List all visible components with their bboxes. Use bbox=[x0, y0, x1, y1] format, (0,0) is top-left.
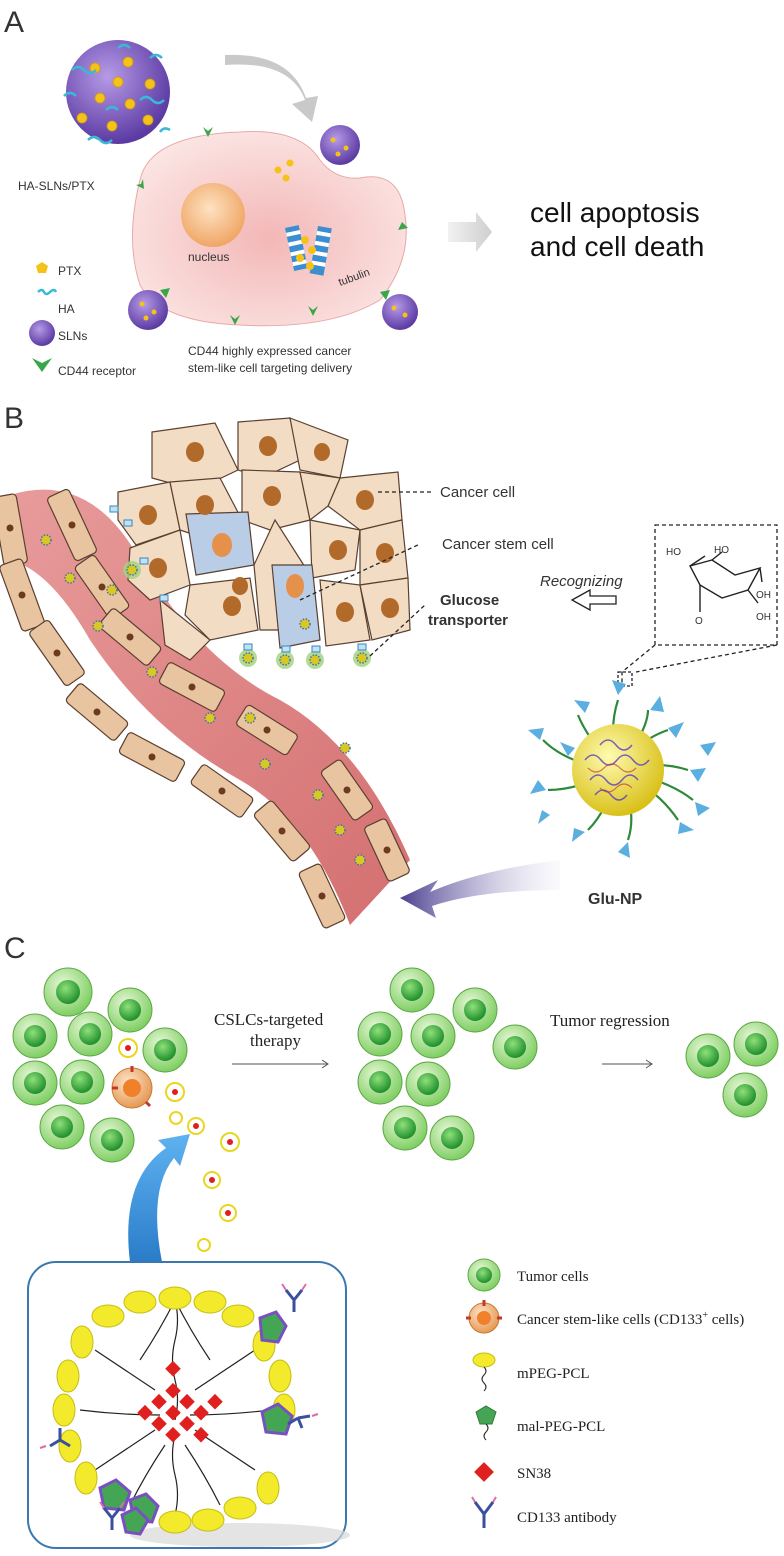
legend-tumor-icon bbox=[467, 1258, 501, 1292]
legend-mal-icon bbox=[475, 1405, 497, 1441]
tumor-cells-treated bbox=[357, 967, 538, 1161]
tumor-cells-regressed bbox=[685, 1021, 779, 1118]
legend-c-tumor: Tumor cells bbox=[517, 1269, 589, 1285]
sln-particle-large bbox=[63, 40, 171, 145]
panel-b: B bbox=[0, 402, 778, 929]
recognizing-label: Recognizing bbox=[540, 573, 623, 590]
legend-a-ptx: PTX bbox=[58, 264, 81, 278]
cancer-cell-label: Cancer cell bbox=[440, 484, 515, 501]
legend-a-sln: SLNs bbox=[58, 329, 87, 343]
legend-a-cd44: CD44 receptor bbox=[58, 364, 136, 378]
legend-c-sn38: SN38 bbox=[517, 1466, 551, 1482]
bound-nanoparticles bbox=[109, 505, 371, 669]
gray-arrow-top bbox=[225, 54, 318, 122]
legend-c-stem-sup: + bbox=[702, 1310, 708, 1321]
zoom-curved-arrow bbox=[128, 1134, 190, 1262]
transporter-label: transporter bbox=[428, 612, 508, 629]
ha-icon bbox=[37, 288, 58, 296]
zoom-leader-2 bbox=[635, 644, 778, 673]
panel-c-label: C bbox=[4, 932, 26, 965]
panel-c: C bbox=[4, 932, 779, 1549]
sln-particle-small-3 bbox=[382, 294, 418, 330]
delivery-arrow bbox=[400, 860, 560, 918]
chem-o: O bbox=[695, 616, 703, 627]
step1-line-2: therapy bbox=[250, 1031, 301, 1050]
glucose-structure bbox=[688, 551, 763, 612]
legend-mpeg-icon bbox=[472, 1352, 496, 1392]
stem-cell-nuclei bbox=[212, 533, 304, 598]
step2-label: Tumor regression bbox=[550, 1011, 670, 1030]
caption-line-1: CD44 highly expressed cancer bbox=[188, 344, 351, 358]
nucleus-label: nucleus bbox=[188, 250, 229, 264]
micelle-stream bbox=[118, 1038, 240, 1252]
chem-oh-2: OH bbox=[756, 612, 771, 623]
caption-line-2: stem-like cell targeting delivery bbox=[188, 361, 352, 375]
panel-a: A nucleus bbox=[4, 6, 704, 378]
cd44-icon bbox=[32, 358, 52, 372]
legend-c-stem: Cancer stem-like cells (CD133+ cells) bbox=[517, 1310, 744, 1328]
zoom-leader bbox=[621, 644, 656, 685]
cell-body bbox=[132, 131, 407, 327]
legend-antibody-icon bbox=[473, 1501, 495, 1528]
cancer-stem-cell-label: Cancer stem cell bbox=[442, 536, 554, 553]
chem-oh-1: OH bbox=[756, 590, 771, 601]
sln-particle-small-2 bbox=[128, 290, 168, 330]
step1-line-1: CSLCs-targeted bbox=[214, 1010, 324, 1029]
ptx-dots bbox=[274, 159, 294, 182]
chem-ho-1: HO bbox=[666, 547, 681, 558]
vessel-nanoparticles bbox=[40, 534, 366, 866]
outcome-line-2: and cell death bbox=[530, 231, 704, 262]
zoom-target bbox=[617, 671, 633, 687]
panel-b-label: B bbox=[4, 402, 24, 435]
tumor-nuclei bbox=[139, 436, 399, 622]
legend-c-mal: mal-PEG-PCL bbox=[517, 1419, 605, 1435]
legend-c-mpeg: mPEG-PCL bbox=[517, 1366, 590, 1382]
glu-np-label: Glu-NP bbox=[588, 891, 643, 908]
glu-nanoparticle bbox=[528, 680, 716, 858]
tubulin-shape bbox=[285, 225, 332, 276]
legend-c-antibody: CD133 antibody bbox=[517, 1510, 617, 1526]
glucose-structure-box bbox=[654, 524, 778, 646]
glucose-label: Glucose bbox=[440, 592, 499, 609]
cd44-receptors bbox=[136, 127, 408, 325]
panel-a-label: A bbox=[4, 6, 24, 39]
recognize-arrow bbox=[570, 588, 617, 612]
sln-icon bbox=[29, 320, 55, 346]
gray-arrow-right bbox=[448, 212, 492, 252]
ha-sln-ptx-label: HA-SLNs/PTX bbox=[18, 179, 95, 193]
legend-a: PTX HA SLNs CD44 receptor bbox=[29, 262, 136, 378]
outcome-line-1: cell apoptosis bbox=[530, 197, 700, 228]
micelle-detail bbox=[39, 1283, 319, 1536]
step2-arrow bbox=[602, 1059, 653, 1069]
ptx-icon bbox=[36, 262, 48, 273]
sln-particle-small-1 bbox=[320, 125, 360, 165]
legend-c: Tumor cells Cancer stem-like cells (CD13… bbox=[466, 1258, 744, 1528]
legend-a-ha: HA bbox=[58, 302, 75, 316]
step1-arrow bbox=[232, 1059, 329, 1069]
nucleus-shape bbox=[181, 183, 245, 247]
tumor-cells-initial bbox=[12, 967, 188, 1163]
legend-stem-icon bbox=[466, 1300, 502, 1334]
endothelial-nuclei bbox=[6, 521, 391, 900]
legend-c-stem-main: Cancer stem-like cells (CD133 bbox=[517, 1312, 702, 1328]
legend-sn38-icon bbox=[474, 1462, 494, 1482]
leader-lines bbox=[299, 491, 432, 657]
chem-ho-2: HO bbox=[714, 545, 729, 556]
legend-c-stem-tail: cells) bbox=[708, 1312, 744, 1328]
